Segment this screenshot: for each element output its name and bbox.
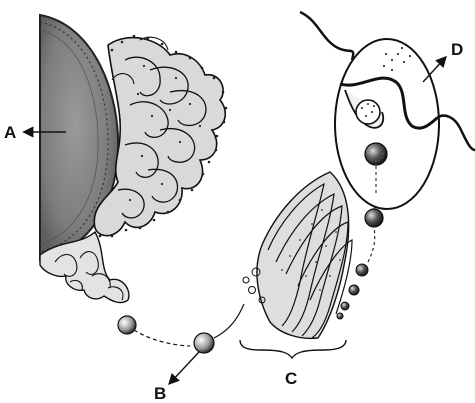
label-d: D bbox=[451, 40, 463, 59]
label-b: B bbox=[154, 384, 166, 403]
exocytosis-inset bbox=[335, 39, 439, 209]
plasma-membrane-outer bbox=[300, 12, 353, 60]
golgi-apparatus bbox=[243, 172, 352, 338]
transport-path-er-to-b bbox=[134, 330, 190, 346]
label-c: C bbox=[285, 369, 297, 388]
transport-vesicle-b bbox=[194, 333, 214, 353]
pointer-b bbox=[170, 352, 199, 383]
golgi-bracket bbox=[240, 340, 346, 358]
transport-path-b-to-golgi bbox=[214, 304, 244, 338]
label-a: A bbox=[4, 123, 16, 142]
secretory-vesicle bbox=[365, 209, 383, 227]
transport-vesicle-er bbox=[118, 316, 136, 334]
plasma-membrane-right bbox=[437, 116, 475, 150]
